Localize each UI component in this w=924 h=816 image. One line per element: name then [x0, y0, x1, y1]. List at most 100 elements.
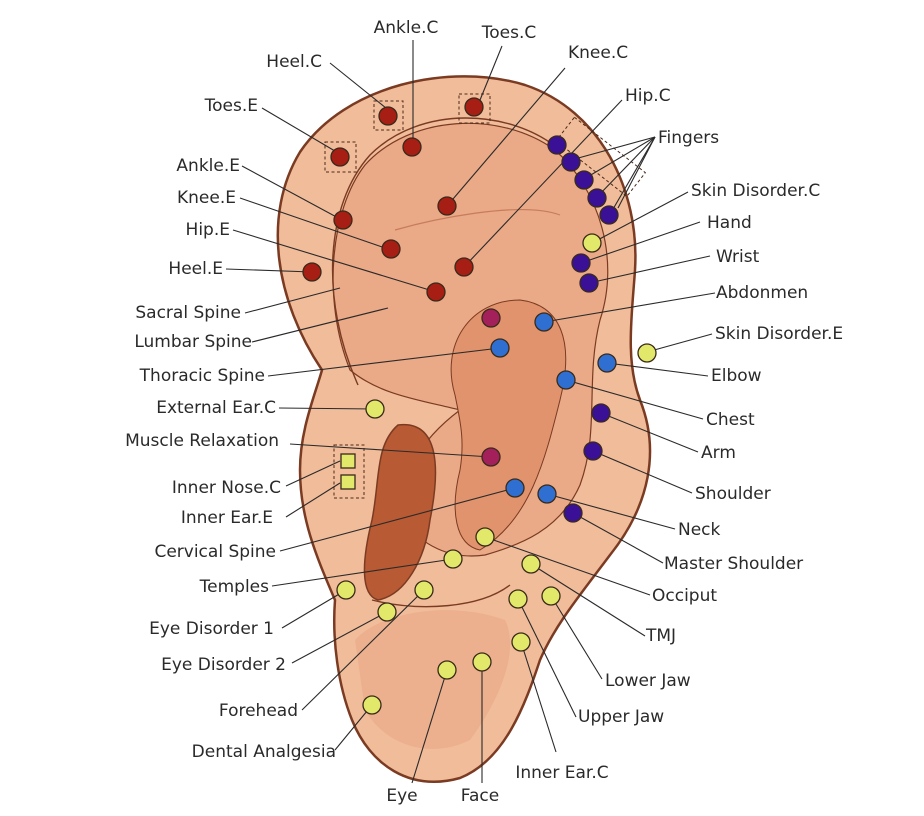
concha [450, 299, 567, 551]
antihelix-crus [394, 209, 561, 231]
label-inner-nose-c: Inner Nose.C [172, 478, 281, 498]
label-sacral-spine: Sacral Spine [135, 303, 241, 323]
label-dental-analgesia: Dental Analgesia [192, 742, 336, 762]
label-arm: Arm [701, 443, 736, 463]
label-lower-jaw: Lower Jaw [605, 671, 691, 691]
nose-ear-box [333, 444, 365, 499]
point-elbow [597, 353, 617, 373]
label-wrist: Wrist [716, 247, 760, 267]
point-inner-ear-c [511, 632, 531, 652]
point-hip-e [426, 282, 446, 302]
point-finger-2 [561, 152, 581, 172]
label-external-ear-c: External Ear.C [156, 398, 276, 418]
label-elbow: Elbow [711, 366, 762, 386]
label-occiput: Occiput [652, 586, 717, 606]
point-occiput [475, 527, 495, 547]
label-hand: Hand [707, 213, 752, 233]
point-hand [571, 253, 591, 273]
fingers-box [555, 116, 647, 198]
label-face: Face [461, 786, 499, 806]
label-upper-jaw: Upper Jaw [578, 707, 664, 727]
label-shoulder: Shoulder [695, 484, 771, 504]
point-eye-disorder-1 [336, 580, 356, 600]
toes-c-box [458, 93, 491, 124]
label-hip-e: Hip.E [186, 220, 230, 240]
label-lumbar-spine: Lumbar Spine [134, 332, 252, 352]
label-heel-c: Heel.C [266, 52, 322, 72]
label-hip-c: Hip.C [625, 86, 671, 106]
labels: Ankle.C Toes.C Heel.C Knee.C Hip.C Toes.… [125, 18, 843, 806]
label-cervical-spine: Cervical Spine [154, 542, 276, 562]
label-skin-disorder-c: Skin Disorder.C [691, 181, 820, 201]
label-temples: Temples [199, 577, 269, 597]
label-heel-e: Heel.E [168, 259, 223, 279]
point-knee-e [381, 239, 401, 259]
label-neck: Neck [678, 520, 721, 540]
label-knee-e: Knee.E [177, 188, 236, 208]
point-finger-5 [599, 205, 619, 225]
point-finger-4 [587, 188, 607, 208]
label-tmj: TMJ [645, 626, 676, 646]
label-knee-c: Knee.C [568, 43, 628, 63]
label-abdonmen: Abdonmen [716, 283, 808, 303]
point-toes-c [464, 97, 484, 117]
label-muscle-relaxation: Muscle Relaxation [125, 431, 279, 451]
point-lumbar-spine [481, 308, 501, 328]
point-dental-analgesia [362, 695, 382, 715]
point-temples [443, 549, 463, 569]
point-inner-nose-c [340, 453, 356, 469]
label-skin-disorder-e: Skin Disorder.E [715, 324, 843, 344]
point-muscle-relaxation [481, 447, 501, 467]
point-cervical-spine [505, 478, 525, 498]
point-shoulder [583, 441, 603, 461]
earlobe-shade [355, 610, 511, 749]
point-skin-disorder-e [637, 343, 657, 363]
point-knee-c [437, 196, 457, 216]
point-inner-ear-e [340, 474, 356, 490]
helix-rim-line [331, 117, 561, 386]
point-tmj [521, 554, 541, 574]
label-thoracic-spine: Thoracic Spine [139, 366, 265, 386]
point-eye-disorder-2 [377, 602, 397, 622]
label-toes-c: Toes.C [481, 23, 537, 43]
point-upper-jaw [508, 589, 528, 609]
point-thoracic-spine [490, 338, 510, 358]
label-toes-e: Toes.E [204, 96, 258, 116]
point-external-ear-c [365, 399, 385, 419]
point-chest [556, 370, 576, 390]
acupoints [302, 97, 657, 715]
point-skin-disorder-c [582, 233, 602, 253]
point-abdonmen [534, 312, 554, 332]
point-toes-e [330, 147, 350, 167]
label-eye-disorder-2: Eye Disorder 2 [161, 655, 286, 675]
point-hip-c [454, 257, 474, 277]
point-lower-jaw [541, 586, 561, 606]
label-inner-ear-c: Inner Ear.C [515, 763, 608, 783]
point-ankle-c [402, 137, 422, 157]
point-heel-e [302, 262, 322, 282]
label-eye: Eye [386, 786, 417, 806]
point-wrist [579, 273, 599, 293]
leader-lines [225, 40, 716, 784]
point-master-shoulder [563, 503, 583, 523]
label-forehead: Forehead [219, 701, 298, 721]
label-ankle-c: Ankle.C [374, 18, 439, 38]
point-neck [537, 484, 557, 504]
label-master-shoulder: Master Shoulder [664, 554, 803, 574]
label-eye-disorder-1: Eye Disorder 1 [149, 619, 274, 639]
point-forehead [414, 580, 434, 600]
point-eye [437, 660, 457, 680]
point-finger-1 [547, 135, 567, 155]
label-fingers: Fingers [658, 128, 719, 148]
point-face [472, 652, 492, 672]
point-arm [591, 403, 611, 423]
point-heel-c [378, 106, 398, 126]
point-ankle-e [333, 210, 353, 230]
label-ankle-e: Ankle.E [176, 156, 240, 176]
label-chest: Chest [706, 410, 755, 430]
label-inner-ear-e: Inner Ear.E [181, 508, 273, 528]
ear-canal [363, 424, 437, 601]
heel-c-box [373, 100, 404, 131]
point-finger-3 [574, 170, 594, 190]
